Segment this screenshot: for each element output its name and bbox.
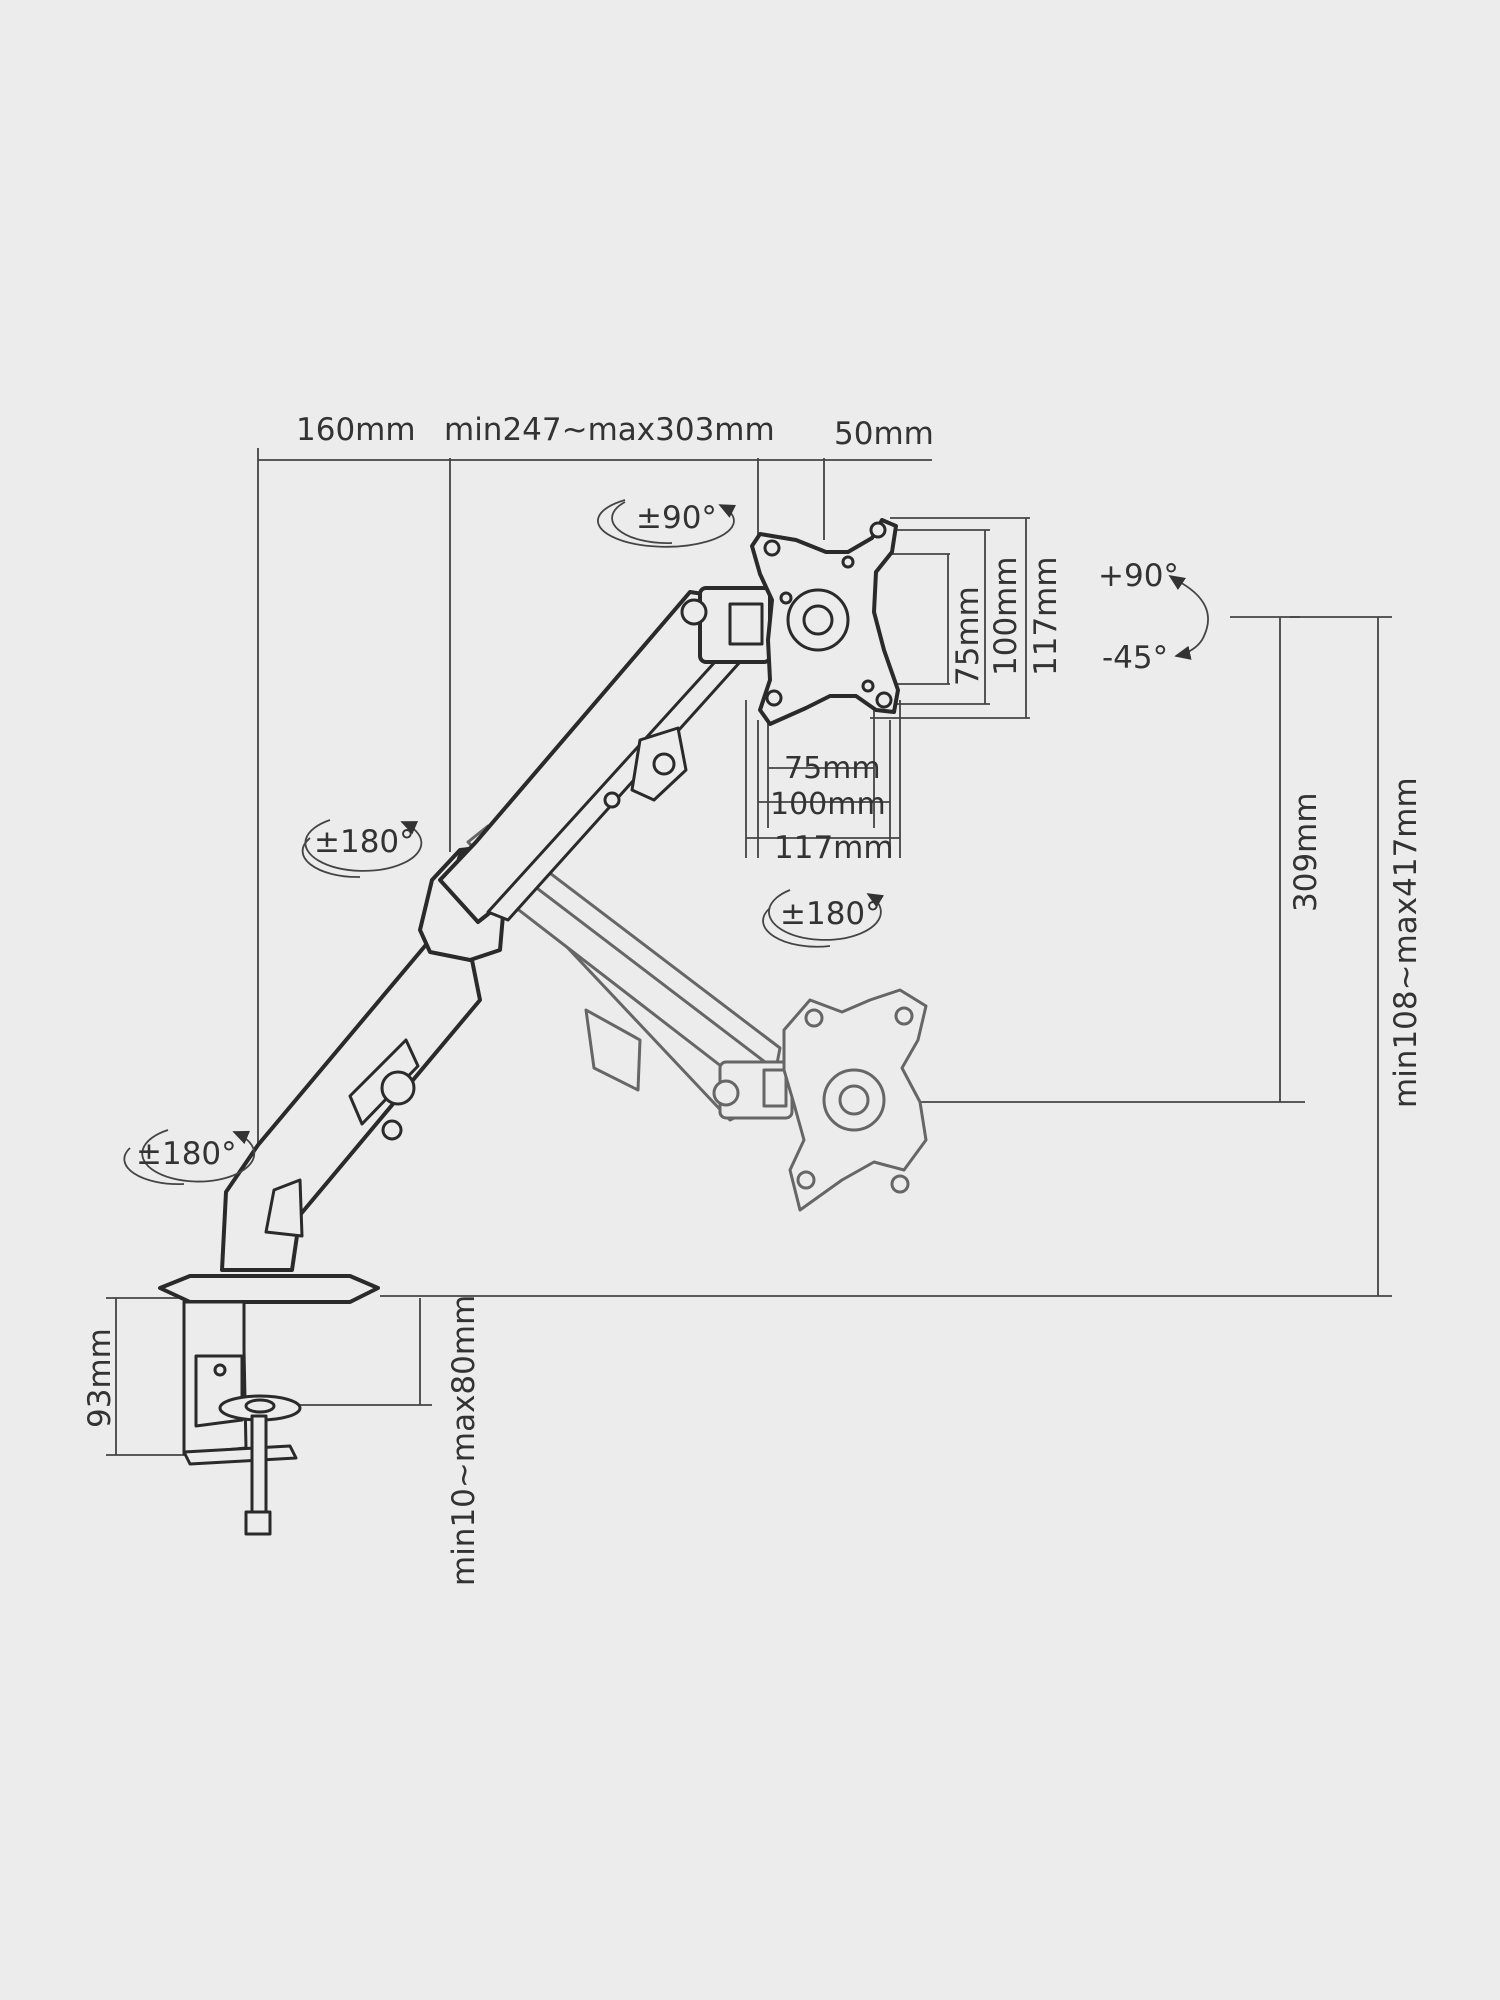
elbow-rotate-arc-icon	[301, 837, 361, 878]
label-vesa-vertical-75: 75mm	[950, 586, 986, 686]
label-screen-rotation: ±180°	[780, 896, 881, 932]
label-tilt-up: +90°	[1098, 558, 1179, 594]
vesa-plate	[750, 518, 900, 726]
elbow-rotate-arrow-icon	[304, 819, 423, 872]
label-elbow-swivel: ±180°	[314, 824, 415, 860]
monitor-arm	[220, 586, 772, 1272]
label-total-height: min108~max417mm	[1388, 777, 1424, 1108]
tilt-arrow-top-icon	[1168, 575, 1186, 590]
base-rotate-arc-icon	[123, 1147, 185, 1186]
head-rotate-arrow-icon	[597, 499, 737, 548]
screen-rotate-arrow-icon	[768, 889, 885, 941]
label-vesa-horizontal-75: 75mm	[784, 751, 881, 786]
label-plate-horizontal-117: 117mm	[774, 830, 894, 866]
rotation-indicators	[123, 499, 1209, 1186]
label-arm-reach: min247~max303mm	[444, 412, 775, 448]
label-plate-vertical-117: 117mm	[1028, 556, 1064, 676]
label-vesa-horizontal-100: 100mm	[770, 787, 886, 822]
label-head-swivel: ±90°	[636, 500, 717, 536]
tilt-arrow-icon	[1174, 579, 1209, 660]
head-rotate-arc-icon	[611, 501, 673, 544]
label-arm-base-offset: 160mm	[296, 412, 416, 448]
label-head-offset: 50mm	[834, 416, 934, 452]
arm-lowered-ghost	[466, 824, 928, 1212]
labels: 160mm min247~max303mm 50mm ±90° ±180° ±1…	[82, 412, 1424, 1586]
label-clamp-height: 93mm	[82, 1328, 118, 1428]
label-desk-thickness: min10~max80mm	[446, 1295, 482, 1586]
screen-rotate-arc-icon	[762, 907, 831, 948]
desk-clamp	[158, 1274, 380, 1536]
label-base-swivel: ±180°	[136, 1136, 237, 1172]
base-rotate-arrow-icon	[141, 1129, 256, 1183]
label-tilt-down: -45°	[1102, 640, 1168, 676]
label-height-travel: 309mm	[1288, 792, 1324, 912]
label-vesa-vertical-100: 100mm	[988, 556, 1024, 676]
